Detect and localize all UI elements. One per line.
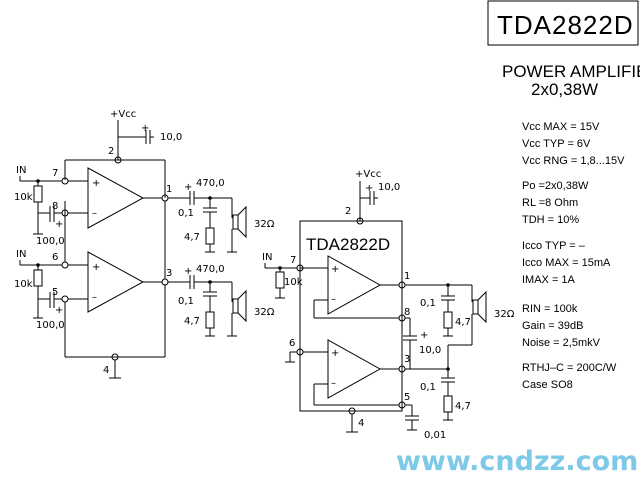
right-r-zob-1-label: 4,7 [455,317,471,328]
right-r-in [275,271,285,289]
left-circuit: +Vcc + 10,0 2 + – 1 7 IN 10k 8 [14,109,275,379]
right-opamp-1 [327,255,382,315]
left-c-fb-1-label: 100,0 [36,236,65,247]
spec-imax: IMAX = 1A [522,274,576,286]
right-pin-6: 6 [289,338,295,349]
spec-case: Case SO8 [522,379,573,391]
left-speaker-2-icon [232,298,239,314]
right-r-zob-2-label: 4,7 [455,401,471,412]
left-c-supply-label: 10,0 [160,132,182,143]
right-r-zob-2 [443,395,453,413]
right-in-label: IN [262,252,272,263]
left-vcc-label: +Vcc [110,109,136,120]
spec-rin: RIN = 100k [522,303,578,315]
svg-text:+: + [55,219,63,230]
right-pin-5: 5 [404,392,410,403]
right-pin-3: 3 [404,354,410,365]
left-c-out-1-label: 470,0 [196,178,225,189]
right-spk-label: 32Ω [494,309,515,320]
left-r-in-1 [33,185,43,203]
left-pin-4: 4 [103,365,109,376]
title: TDA2822D [497,10,634,40]
left-r-in-2 [33,269,43,287]
right-c-bridge-label: 10,0 [419,345,441,356]
spec-rl: RL =8 Ohm [522,197,578,209]
right-c-zob-2-label: 0,1 [420,382,436,393]
left-r-zob-2 [205,311,215,329]
right-pin-7: 7 [290,255,296,266]
title-box [487,0,639,46]
left-c-out-2-label: 470,0 [196,264,225,275]
right-vcc-label: +Vcc [355,169,381,180]
svg-text:+: + [55,305,63,316]
left-r-in-2-label: 10k [14,279,33,290]
left-spk-2-label: 32Ω [254,307,275,318]
svg-text:–: – [92,292,97,303]
left-opamp-1 [87,167,145,229]
left-r-zob-2-label: 4,7 [184,316,200,327]
spec-icco-max: Icco MAX = 15mA [522,257,611,269]
svg-text:+: + [184,182,192,193]
spec-list: Vcc MAX = 15V Vcc TYP = 6V Vcc RNG = 1,8… [522,121,625,391]
spec-po: Po =2x0,38W [522,180,589,192]
right-chip-label: TDA2822D [306,235,390,254]
left-opamp-2 [87,251,145,313]
left-pin-2: 2 [108,146,114,157]
svg-text:+: + [92,262,100,273]
watermark: www.cndzz.com [396,446,638,477]
left-c-zob-2-label: 0,1 [178,296,194,307]
right-speaker-icon [472,299,479,315]
spec-rth: RTHJ–C = 200C/W [522,362,617,374]
right-pin-1: 1 [404,271,410,282]
right-pin-4: 4 [358,418,364,429]
svg-text:+: + [365,183,373,194]
left-r-zob-1-label: 4,7 [184,232,200,243]
spec-gain: Gain = 39dB [522,320,583,332]
left-spk-1-label: 32Ω [254,219,275,230]
left-pin-7: 7 [52,168,58,179]
left-c-zob-1-label: 0,1 [178,208,194,219]
left-in-1-label: IN [16,165,26,176]
right-opamp-2 [327,339,382,399]
left-pin-5: 5 [52,287,58,298]
svg-text:–: – [331,378,336,389]
left-pin-3: 3 [166,268,172,279]
right-r-in-label: 10k [284,277,303,288]
right-pin-2: 2 [345,206,351,217]
svg-text:+: + [420,330,428,341]
right-r-zob-1 [443,311,453,329]
left-c-fb-2-label: 100,0 [36,320,65,331]
svg-text:–: – [331,294,336,305]
svg-text:+: + [92,178,100,189]
left-pin-6: 6 [52,252,58,263]
subtitle: POWER AMPLIFIER [502,62,640,81]
svg-text:+: + [331,264,339,275]
left-in-2-label: IN [16,249,26,260]
right-chip-body [299,220,403,412]
spec-icco-typ: Icco TYP = – [522,240,586,252]
left-r-in-1-label: 10k [14,192,33,203]
right-pin-8: 8 [404,307,410,318]
svg-text:–: – [92,208,97,219]
right-circuit: +Vcc + 10,0 2 TDA2822D + – 1 8 7 IN [262,169,515,441]
left-speaker-1-icon [232,214,239,230]
left-r-zob-1 [205,227,215,245]
spec-thd: TDH = 10% [522,214,579,226]
spec-vcc-typ: Vcc TYP = 6V [522,138,591,150]
right-c-bias-label: 0,01 [424,430,446,441]
spec-noise: Noise = 2,5mkV [522,337,601,349]
spec-vcc-max: Vcc MAX = 15V [522,121,600,133]
left-pin-8: 8 [52,201,58,212]
spec-vcc-rng: Vcc RNG = 1,8...15V [522,155,625,167]
subtitle-power: 2x0,38W [531,80,598,99]
right-c-supply-label: 10,0 [378,182,400,193]
svg-text:+: + [331,348,339,359]
svg-text:+: + [141,123,149,134]
left-pin-1: 1 [166,184,172,195]
svg-text:+: + [184,266,192,277]
right-c-zob-1-label: 0,1 [420,298,436,309]
